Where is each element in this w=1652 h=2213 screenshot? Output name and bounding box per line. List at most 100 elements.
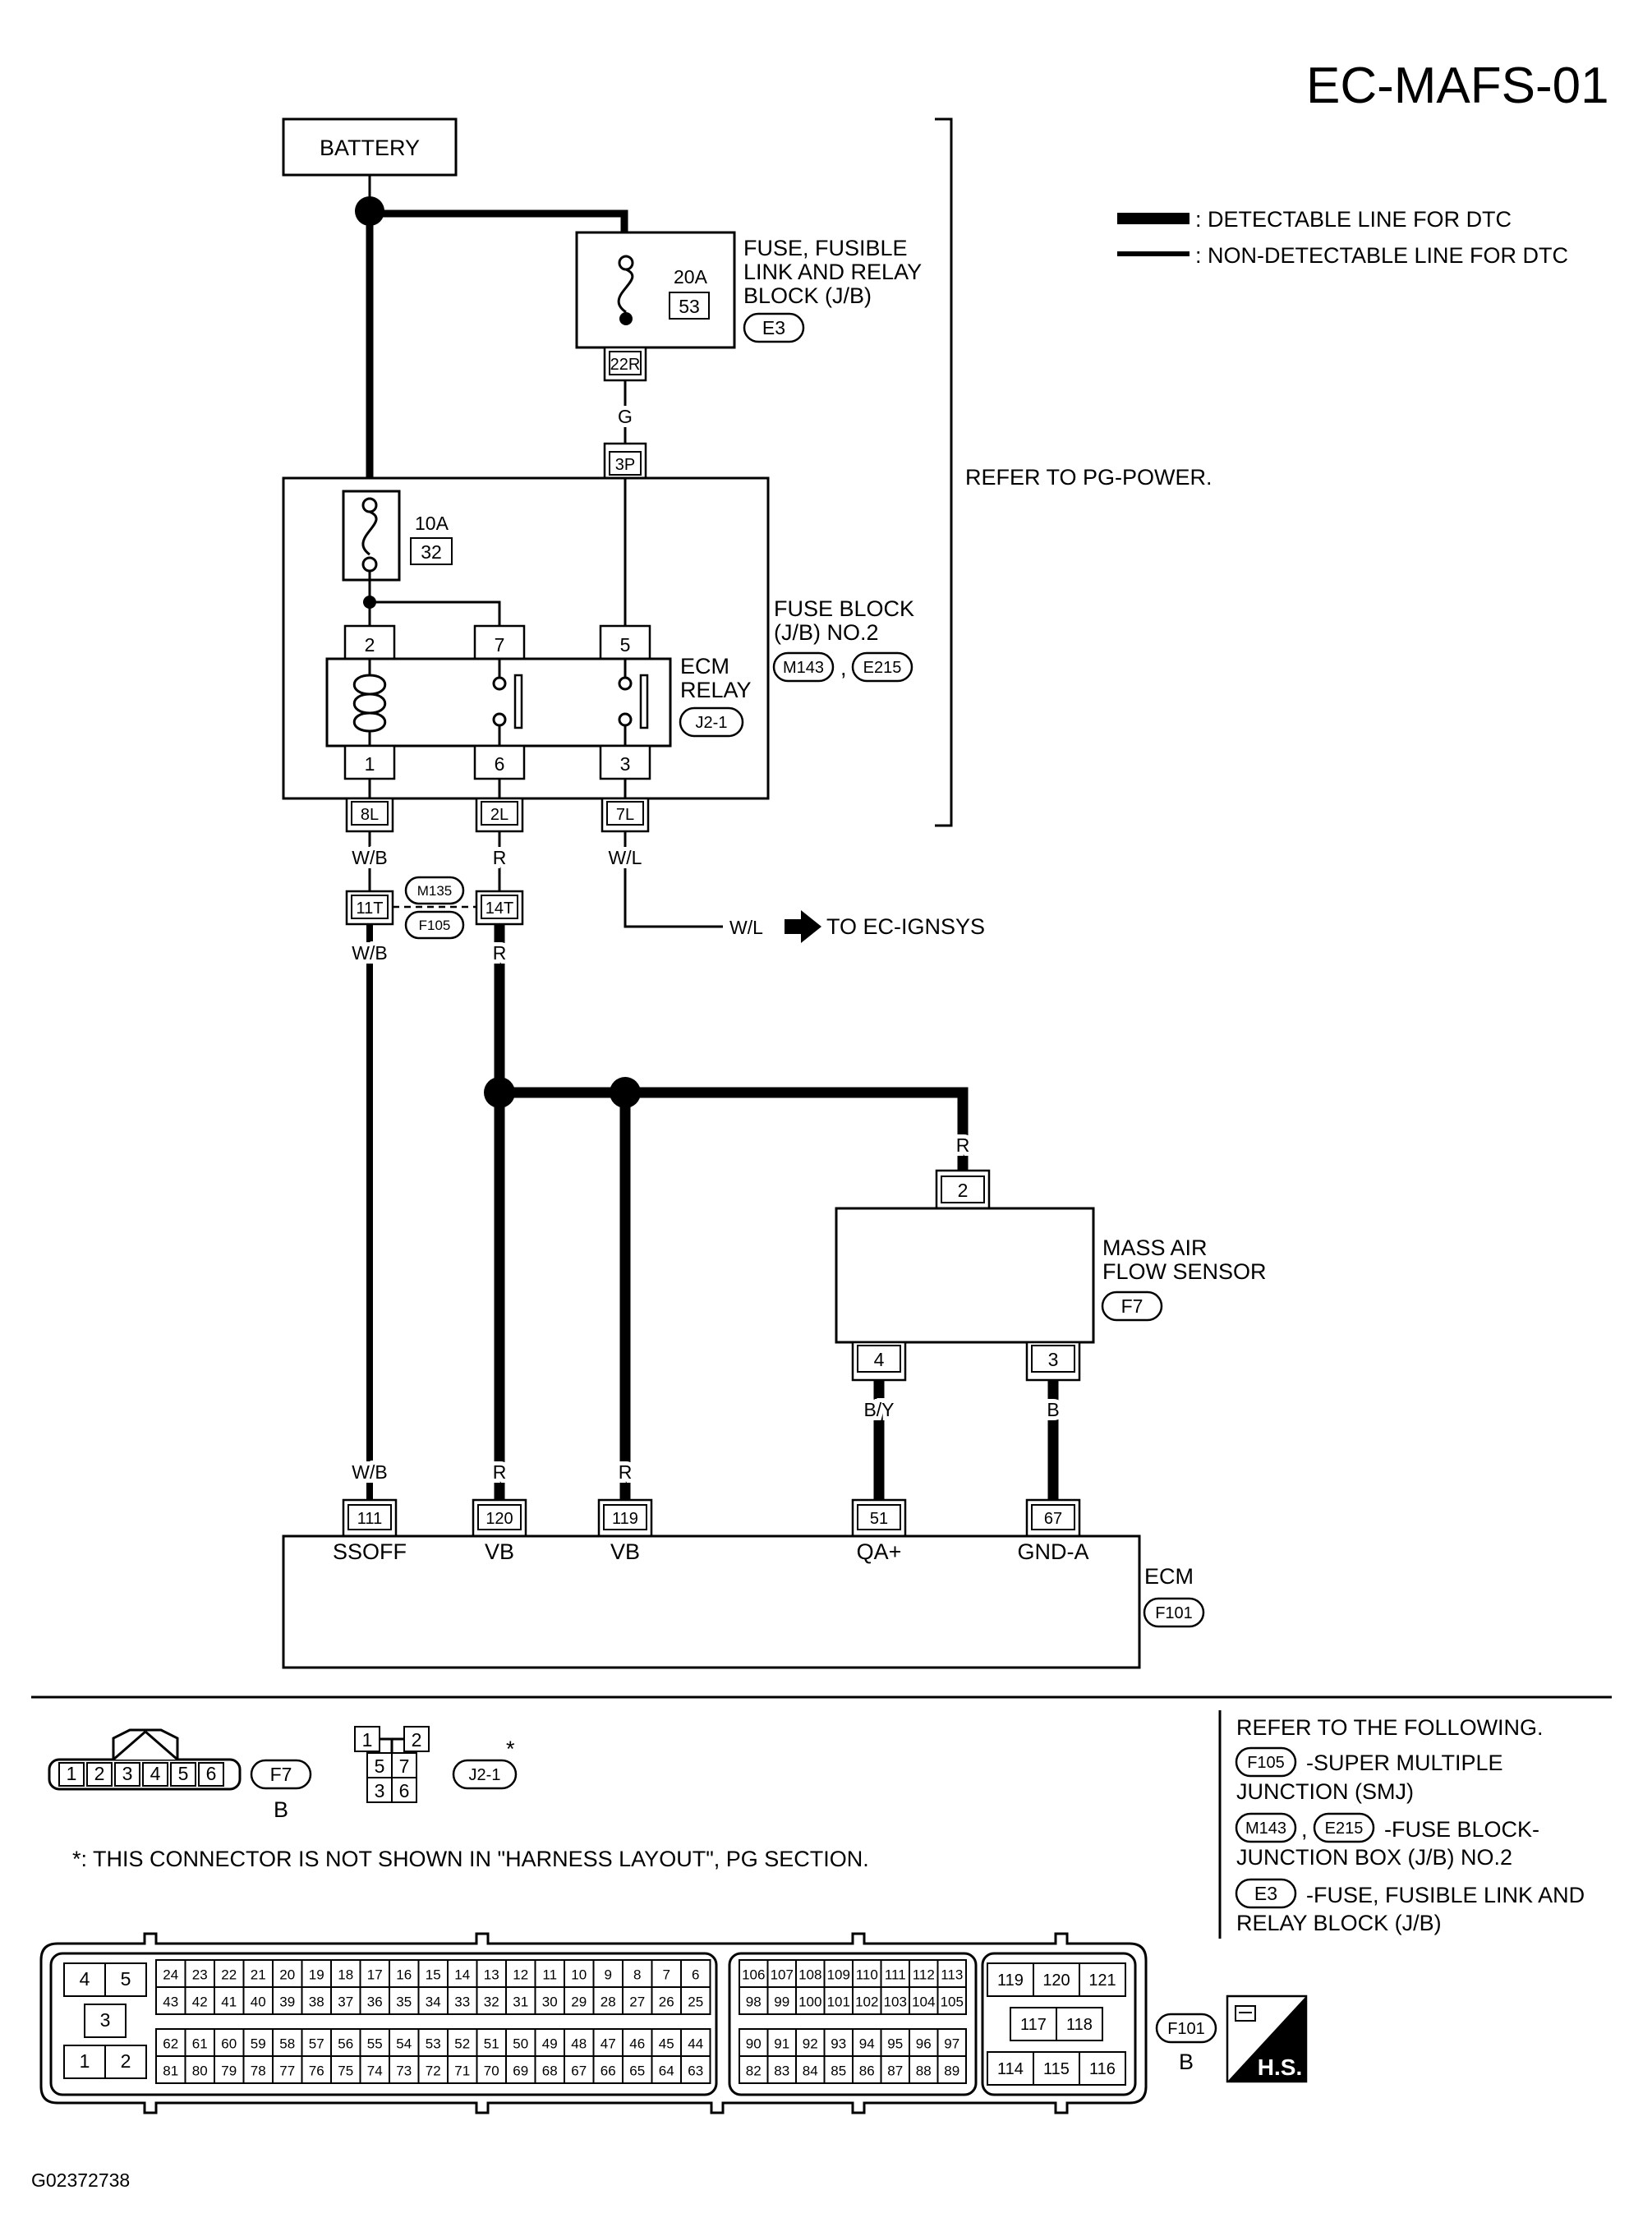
pin-3p-box bbox=[609, 451, 642, 476]
ecm-pin-120-box bbox=[477, 1504, 522, 1530]
connector-cell-label: 27 bbox=[629, 1994, 645, 2010]
j2-face-cell-5 bbox=[366, 1752, 393, 1778]
connector-cell-label: 100 bbox=[798, 1994, 821, 2010]
connector-cell bbox=[592, 1986, 624, 2015]
refer-fb-l2: JUNCTION BOX (J/B) NO.2 bbox=[1236, 1845, 1512, 1870]
connector-cell bbox=[564, 1959, 595, 1988]
connector-cell bbox=[739, 2055, 769, 2084]
harness-note: *: THIS CONNECTOR IS NOT SHOWN IN "HARNE… bbox=[72, 1847, 869, 1871]
ecm-label-vb-119: VB bbox=[610, 1539, 640, 1564]
connector-cell bbox=[301, 1986, 332, 2015]
legend: : DETECTABLE LINE FOR DTC : NON-DETECTAB… bbox=[1117, 207, 1568, 268]
connector-cell-label: 70 bbox=[484, 2063, 499, 2079]
jb-pin-8l-box bbox=[351, 801, 389, 826]
jb-pin-2l-box bbox=[481, 801, 518, 826]
connector-cell-label: 88 bbox=[916, 2063, 932, 2079]
ecm-wire-r-119: R bbox=[619, 1461, 633, 1483]
connector-cell bbox=[1079, 2051, 1126, 2086]
relay-pin-5: 5 bbox=[620, 634, 631, 656]
connector-cell-label: 48 bbox=[571, 2036, 587, 2052]
hs-icon-triangle bbox=[1227, 1996, 1306, 2082]
refer-e215-oval bbox=[1313, 1812, 1375, 1843]
connector-cell-label: 101 bbox=[827, 1994, 850, 2010]
connector-cell bbox=[389, 1986, 420, 2015]
maf-pin-2: 2 bbox=[958, 1180, 969, 1201]
hs-icon-label: H.S. bbox=[1258, 2054, 1302, 2080]
connector-cell-label: 90 bbox=[746, 2036, 762, 2052]
relay-switch-a-top bbox=[492, 676, 507, 691]
connector-cell bbox=[880, 1986, 910, 2015]
connector-cell-label: 79 bbox=[221, 2063, 237, 2079]
connector-cell bbox=[242, 1986, 274, 2015]
connector-cell-label: 99 bbox=[774, 1994, 789, 2010]
connector-cell-label: 63 bbox=[688, 2063, 703, 2079]
ecm-pin-67-box bbox=[1031, 1504, 1075, 1530]
connector-cell-label: 116 bbox=[1089, 2060, 1116, 2078]
maf-wire-top: R bbox=[956, 1134, 970, 1156]
image-code: G02372738 bbox=[31, 2169, 130, 2191]
ecm-pin-67: 67 bbox=[1044, 1510, 1062, 1528]
connector-cell-label: 97 bbox=[944, 2036, 959, 2052]
j2-face-6: 6 bbox=[399, 1780, 410, 1801]
fuse-10a-bottom-terminal bbox=[361, 556, 378, 573]
connector-cell bbox=[564, 2028, 595, 2057]
ecm-pin-119: 119 bbox=[612, 1510, 638, 1528]
f7-face-connector: F7 bbox=[270, 1764, 292, 1785]
fuse-10a-num-box bbox=[410, 537, 453, 565]
fuse-20a-num: 53 bbox=[679, 296, 700, 317]
j2-1-connector-label: J2-1 bbox=[696, 714, 728, 732]
relay-switch-b-contact bbox=[639, 674, 649, 729]
connector-cell bbox=[823, 2028, 854, 2057]
maf-line1: MASS AIR bbox=[1102, 1235, 1208, 1260]
relay-pin-2: 2 bbox=[365, 634, 375, 656]
connector-cell-label: 85 bbox=[831, 2063, 846, 2079]
fuse-fusible-line3: BLOCK (J/B) bbox=[743, 283, 872, 308]
connector-cell-label: 110 bbox=[856, 1967, 878, 1983]
connector-cell-label: 109 bbox=[827, 1967, 850, 1983]
connector-cell bbox=[301, 2055, 332, 2084]
connector-cell-label: 64 bbox=[659, 2063, 674, 2079]
refer-f105-oval bbox=[1235, 1746, 1297, 1778]
refer-fb-l1: -FUSE BLOCK- bbox=[1384, 1817, 1539, 1842]
connector-cell-label: 57 bbox=[309, 2036, 324, 2052]
connector-cell-label: 66 bbox=[601, 2063, 616, 2079]
connector-cell-label: 5 bbox=[178, 1763, 189, 1784]
relay-switch-b-bottom bbox=[618, 712, 633, 727]
connector-cell-label: 33 bbox=[454, 1994, 470, 2010]
relay-switch-b-top bbox=[618, 676, 633, 691]
refer-m143-conn: M143 bbox=[1245, 1820, 1286, 1838]
battery-box bbox=[282, 117, 458, 177]
connector-cell bbox=[417, 1986, 449, 2015]
connector-cell-label: 44 bbox=[688, 2036, 703, 2052]
connector-cell-label: 37 bbox=[338, 1994, 353, 2010]
smj-pin-14t: 14T bbox=[485, 899, 513, 918]
connector-cell bbox=[823, 1959, 854, 1988]
connector-cell-label: 11 bbox=[542, 1967, 557, 1983]
g-wire-label: G bbox=[618, 406, 633, 427]
refer-heading: REFER TO THE FOLLOWING. bbox=[1236, 1715, 1544, 1740]
fuse-10a-num: 32 bbox=[421, 541, 442, 563]
connector-cell-label: 7 bbox=[663, 1967, 670, 1983]
ecm-pin-51-box bbox=[857, 1504, 901, 1530]
connector-cell bbox=[534, 1986, 565, 2015]
connector-cell-label: 76 bbox=[309, 2063, 324, 2079]
j2-face-cell-6 bbox=[391, 1777, 417, 1803]
connector-cell-label: 26 bbox=[659, 1994, 674, 2010]
connector-cell-label: 87 bbox=[887, 2063, 903, 2079]
connector-cell-label: 108 bbox=[798, 1967, 821, 1983]
refer-sep: , bbox=[1301, 1817, 1308, 1842]
pg-power-bracket bbox=[935, 117, 953, 827]
connector-cell-label: 34 bbox=[426, 1994, 441, 2010]
connector-cell bbox=[1033, 2051, 1080, 2086]
wire-wl-upper: W/L bbox=[609, 847, 642, 868]
connector-cell bbox=[795, 2055, 826, 2084]
f101-face-connector: F101 bbox=[1167, 2020, 1205, 2038]
fuse-20a-num-box bbox=[669, 292, 710, 320]
connector-cell-label: 86 bbox=[859, 2063, 875, 2079]
r-junction-dot-a bbox=[484, 1077, 515, 1108]
relay-pin-2-frame bbox=[343, 624, 396, 660]
relay-switch-a-contact bbox=[513, 674, 523, 729]
